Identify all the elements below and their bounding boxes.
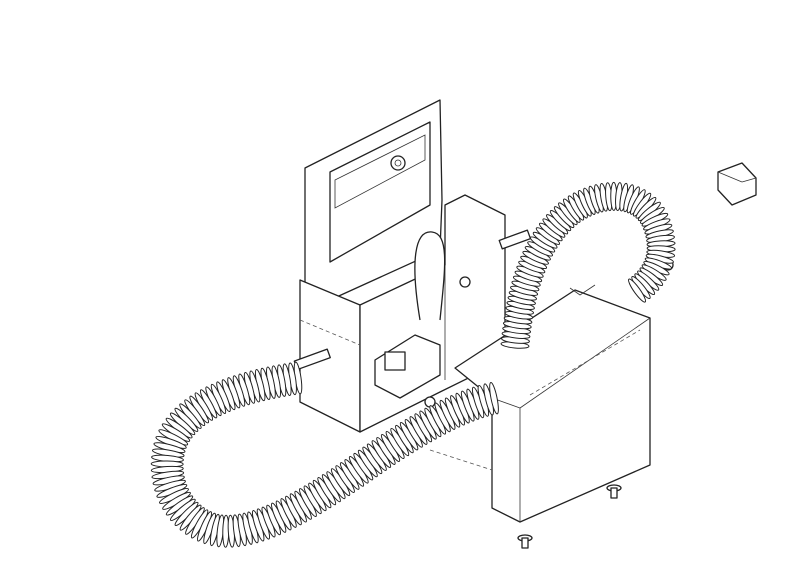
connector <box>717 162 757 206</box>
coil-ring <box>628 278 647 303</box>
coil-ring <box>489 382 499 415</box>
junction-box <box>429 284 651 523</box>
thermostat <box>374 231 471 399</box>
